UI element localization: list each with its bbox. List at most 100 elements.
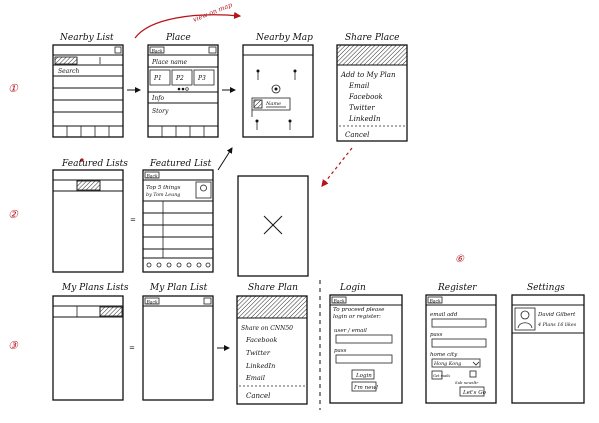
back-label: Back	[333, 298, 346, 304]
share-option-facebook[interactable]: Facebook	[245, 336, 277, 344]
search-field[interactable]: Search	[58, 68, 79, 75]
dimmed-background	[236, 295, 308, 319]
user-email-input[interactable]	[335, 334, 393, 344]
screen-title: Place	[165, 33, 191, 43]
list-author: by Tom Leung	[146, 192, 180, 198]
im-new-button[interactable]	[351, 381, 377, 392]
lets-go-label: Let's Go	[462, 390, 487, 396]
screen-title: Share Plan	[248, 283, 298, 293]
flow-arrow	[217, 147, 233, 171]
password-input[interactable]	[431, 338, 487, 348]
story-row[interactable]: Story	[152, 108, 169, 115]
share-option-twitter[interactable]: Twitter	[349, 104, 375, 112]
phone-frame	[142, 169, 214, 273]
back-button[interactable]	[144, 171, 160, 179]
tab-my-plans[interactable]	[99, 306, 123, 317]
pin-callout[interactable]	[251, 97, 291, 111]
share-option-email[interactable]: Email	[348, 82, 369, 90]
pass-label: pass	[334, 348, 347, 354]
share-option-facebook[interactable]: Facebook	[348, 93, 383, 101]
screen-share-place: Share Place Add to My Plan Email Faceboo…	[336, 33, 408, 142]
phone-frame	[425, 294, 497, 404]
phone-frame	[329, 294, 403, 404]
back-button[interactable]	[149, 46, 165, 54]
home-city-value: Hong Kong	[433, 361, 461, 367]
screen-title: Settings	[527, 283, 565, 293]
screen-title: Nearby List	[59, 33, 114, 43]
screen-nearby-map: Nearby Map Name	[242, 33, 314, 138]
profile-stats: 4 Plans 16 likes	[537, 322, 577, 328]
user-label: user / email	[334, 328, 367, 334]
back-button[interactable]	[427, 296, 443, 304]
profile-avatar	[514, 307, 536, 331]
screen-my-plans-lists: My Plans Lists	[52, 283, 129, 401]
home-city-select[interactable]	[431, 358, 481, 368]
newsletter-checkbox[interactable]	[469, 370, 477, 378]
photo-thumb[interactable]	[149, 69, 171, 86]
phone-frame	[511, 294, 585, 404]
map-placeholder	[237, 175, 309, 277]
share-option-email[interactable]: Email	[245, 374, 265, 382]
screen-title: Nearby Map	[255, 33, 313, 43]
bottom-icons[interactable]	[146, 262, 211, 268]
back-button[interactable]	[144, 297, 160, 305]
email-input[interactable]	[431, 318, 487, 328]
map-pin[interactable]	[293, 69, 297, 81]
screen-register: Register Back email add pass home city H…	[425, 283, 497, 404]
get-mails-label: Get mails	[433, 374, 450, 378]
info-row[interactable]: Info	[151, 95, 164, 102]
view-on-map-arrow	[134, 11, 242, 39]
screen-title: Featured Lists	[61, 159, 128, 169]
screen-login: Login Back To proceed please login or re…	[329, 283, 403, 404]
login-button[interactable]	[351, 369, 375, 380]
im-new-button-label: I'm new!	[353, 385, 378, 391]
tab-featured[interactable]	[76, 180, 101, 191]
screen-title: Share Place	[345, 33, 399, 43]
map-pin[interactable]	[255, 119, 259, 131]
page-dots	[177, 87, 189, 91]
thumbnail-icon	[253, 99, 263, 109]
share-icon[interactable]	[208, 46, 217, 54]
screen-settings: Settings David Gilbert 4 Plans 16 likes	[511, 283, 585, 404]
red-dot	[80, 158, 84, 162]
map-pin[interactable]	[256, 69, 260, 81]
newsletter-label: Sub newsltr	[455, 380, 478, 385]
photo-thumb[interactable]	[171, 69, 193, 86]
tab-nearby[interactable]	[54, 56, 78, 65]
screen-title: Register	[437, 283, 477, 293]
equals-mark: =	[129, 344, 135, 352]
bottom-tab-bar[interactable]	[161, 126, 205, 137]
password-input[interactable]	[335, 354, 393, 364]
share-option-twitter[interactable]: Twitter	[246, 349, 271, 357]
back-button[interactable]	[331, 296, 347, 304]
cancel-button[interactable]: Cancel	[345, 131, 369, 139]
screen-share-plan: Share Plan Share on CNN50 Facebook Twitt…	[236, 283, 308, 405]
get-mails-checkbox[interactable]	[431, 370, 443, 380]
list-header-title: Top 5 things	[146, 185, 181, 191]
bottom-tab-bar[interactable]	[66, 126, 110, 137]
home-city-label: home city	[430, 352, 458, 358]
profile-name: David Gilbert	[537, 312, 576, 318]
share-option-add-to-plan[interactable]: Add to My Plan	[340, 71, 396, 79]
refresh-icon[interactable]	[114, 46, 122, 54]
callout-name: Name	[265, 101, 281, 107]
row-marker-1: ①	[8, 82, 19, 95]
lets-go-button[interactable]	[459, 386, 485, 397]
cancel-button[interactable]: Cancel	[246, 392, 270, 400]
screen-title: Login	[339, 283, 366, 293]
share-option-linkedin[interactable]: LinkedIn	[245, 362, 275, 370]
share-option-linkedin[interactable]: LinkedIn	[348, 115, 381, 123]
map-pin[interactable]	[288, 119, 292, 131]
share-icon[interactable]	[203, 297, 212, 305]
current-location-icon	[271, 84, 281, 94]
login-prompt: To proceed please login or register:	[333, 307, 385, 320]
photo-thumb[interactable]	[193, 69, 215, 86]
screen-featured-lists: Featured Lists	[52, 159, 128, 273]
screen-title: My Plans Lists	[61, 283, 129, 293]
share-option-cnn[interactable]: Share on CNN50	[241, 325, 293, 332]
photo-label: P1	[153, 75, 162, 82]
screen-title: My Plan List	[149, 283, 208, 293]
place-name: Place name	[151, 59, 187, 66]
flow-arrow-dashed	[321, 147, 353, 187]
back-label: Back	[146, 173, 159, 179]
